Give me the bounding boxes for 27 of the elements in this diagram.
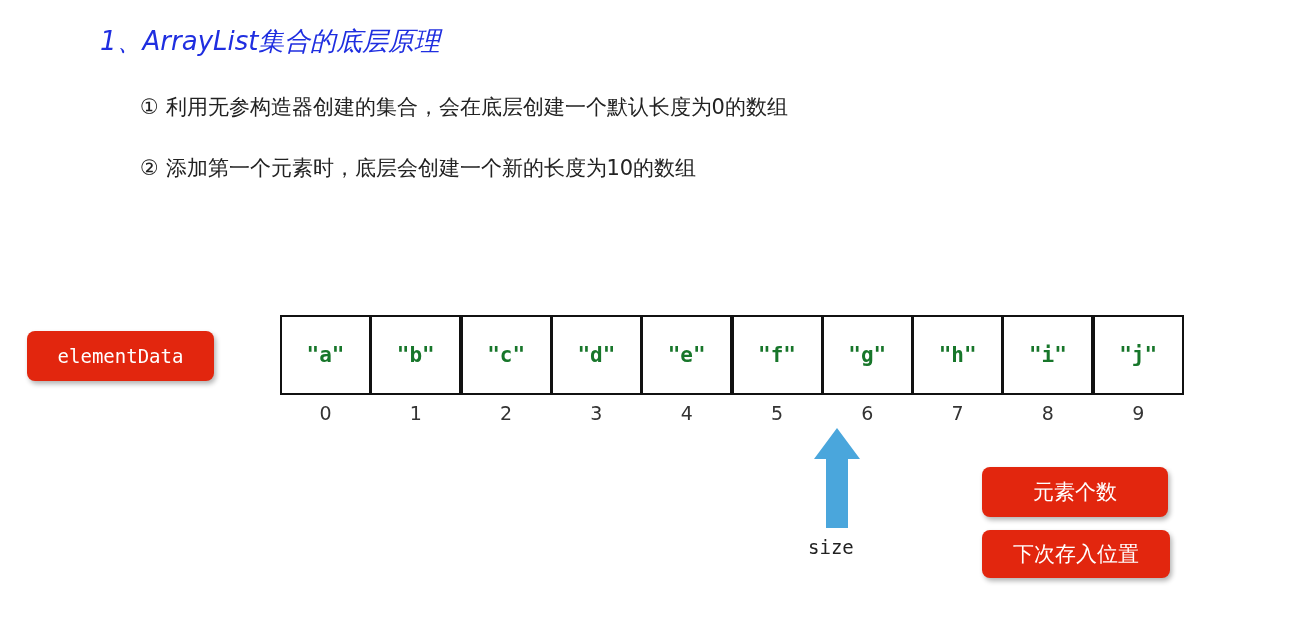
index-label: 0	[318, 402, 333, 424]
array-cell: "e"	[641, 315, 733, 395]
array-cell: "c"	[460, 315, 552, 395]
label-badge: elementData	[27, 331, 214, 381]
title: 1、ArrayList集合的底层原理	[100, 25, 441, 58]
array-cell: "d"	[550, 315, 642, 395]
array-cell: "h"	[912, 315, 1004, 395]
bullet-text: ① 利用无参构造器创建的集合，会在底层创建一个默认长度为0的数组	[140, 94, 788, 121]
array-cell: "a"	[280, 315, 371, 395]
array-cell: "g"	[821, 315, 913, 395]
array-cell: "f"	[731, 315, 823, 395]
array-cell: "b"	[370, 315, 462, 395]
index-label: 2	[499, 402, 514, 424]
index-label: 6	[860, 402, 875, 424]
bullet-text: ② 添加第一个元素时，底层会创建一个新的长度为10的数组	[140, 155, 697, 182]
index-label: 5	[769, 402, 785, 424]
array-cell: "j"	[1092, 315, 1184, 395]
index-label: 3	[589, 402, 604, 424]
array-cell: "i"	[1002, 315, 1094, 395]
label-badge: 下次存入位置	[982, 530, 1170, 578]
index-label: 8	[1040, 402, 1055, 424]
label-badge: 元素个数	[982, 467, 1168, 517]
index-label: 7	[950, 402, 965, 424]
index-label: 4	[679, 402, 694, 424]
index-label: 1	[408, 402, 423, 424]
variable-label: size	[808, 536, 854, 558]
index-label: 9	[1131, 402, 1146, 424]
